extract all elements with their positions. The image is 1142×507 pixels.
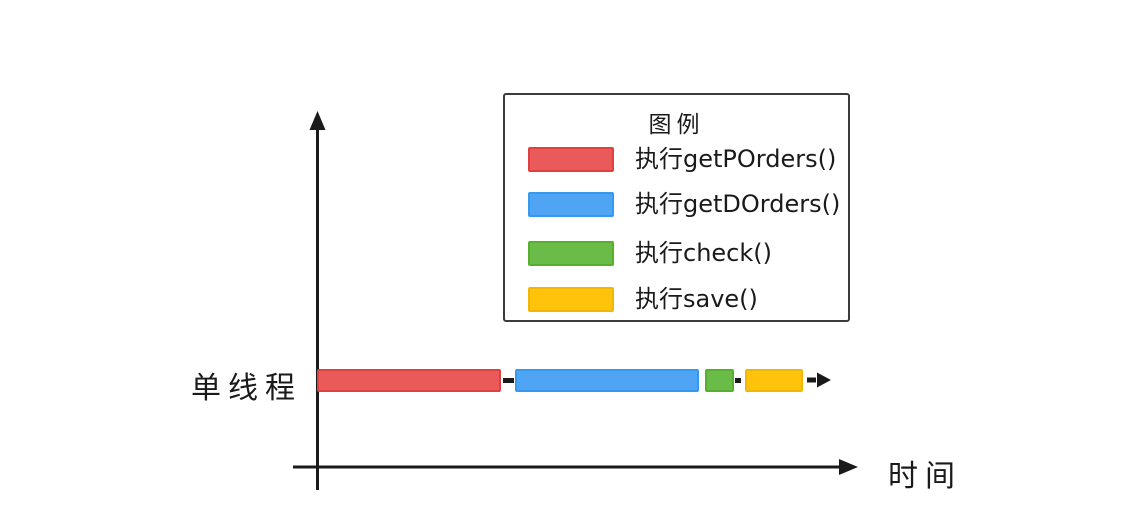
- legend-label: 执行save(): [635, 285, 758, 313]
- legend-box: 图例 执行getPOrders() 执行getDOrders() 执行check…: [503, 93, 850, 322]
- legend-row-check: 执行check(): [528, 241, 772, 266]
- legend-label: 执行check(): [635, 239, 772, 267]
- legend-label: 执行getDOrders(): [635, 190, 841, 218]
- timeline-bar-getporders: [317, 369, 501, 392]
- y-axis-label: 单线程: [191, 371, 302, 406]
- legend-swatch-yellow: [528, 287, 614, 312]
- x-axis-arrowhead-icon: [839, 459, 858, 475]
- legend-row-save: 执行save(): [528, 287, 758, 312]
- y-axis-arrowhead-icon: [309, 111, 326, 130]
- legend-title: 图例: [648, 112, 705, 138]
- legend-swatch-red: [528, 147, 614, 172]
- timeline-bar-getdorders: [515, 369, 699, 392]
- trailing-arrowhead-icon: [817, 372, 831, 388]
- timeline-bar-check: [705, 369, 734, 392]
- x-axis-label: 时间: [888, 459, 962, 494]
- legend-swatch-blue: [528, 192, 614, 217]
- legend-row-getporders: 执行getPOrders(): [528, 147, 836, 172]
- legend-row-getdorders: 执行getDOrders(): [528, 192, 840, 217]
- timeline-bar-save: [745, 369, 803, 392]
- legend-swatch-green: [528, 241, 614, 266]
- legend-label: 执行getPOrders(): [635, 145, 837, 173]
